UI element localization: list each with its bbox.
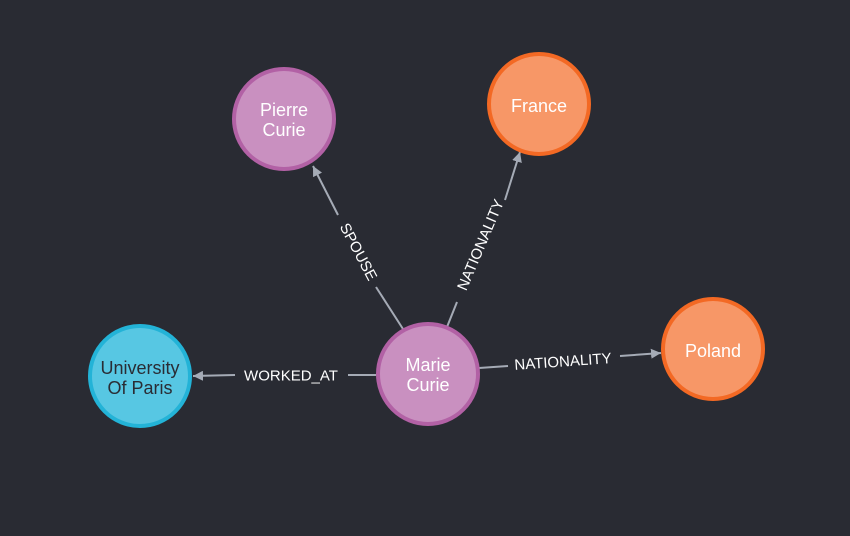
node-label: France — [511, 96, 567, 116]
edge-nationality-poland[interactable]: NATIONALITY — [478, 348, 662, 374]
node-label-line2: Curie — [262, 120, 305, 140]
edge-nationality-france[interactable]: NATIONALITY — [446, 151, 522, 328]
edge-label-nationality-poland: NATIONALITY — [514, 350, 612, 374]
edge-label-nationality-france: NATIONALITY — [454, 197, 508, 293]
edge-worked-at[interactable]: WORKED_AT — [192, 368, 376, 385]
edge-spouse[interactable]: SPOUSE — [312, 165, 404, 330]
node-label-line1: Pierre — [260, 100, 308, 120]
node-marie-curie[interactable]: Marie Curie — [376, 322, 480, 426]
node-poland[interactable]: Poland — [661, 297, 765, 401]
node-label-line2: Of Paris — [107, 378, 172, 398]
node-label: Poland — [685, 341, 741, 361]
node-pierre-curie[interactable]: Pierre Curie — [232, 67, 336, 171]
node-label-line1: University — [100, 358, 179, 378]
node-france[interactable]: France — [487, 52, 591, 156]
node-label-line1: Marie — [405, 355, 450, 375]
edge-label-worked-at: WORKED_AT — [244, 368, 338, 385]
node-label-line2: Curie — [406, 375, 449, 395]
node-university-of-paris[interactable]: University Of Paris — [88, 324, 192, 428]
edge-label-spouse: SPOUSE — [336, 220, 380, 283]
